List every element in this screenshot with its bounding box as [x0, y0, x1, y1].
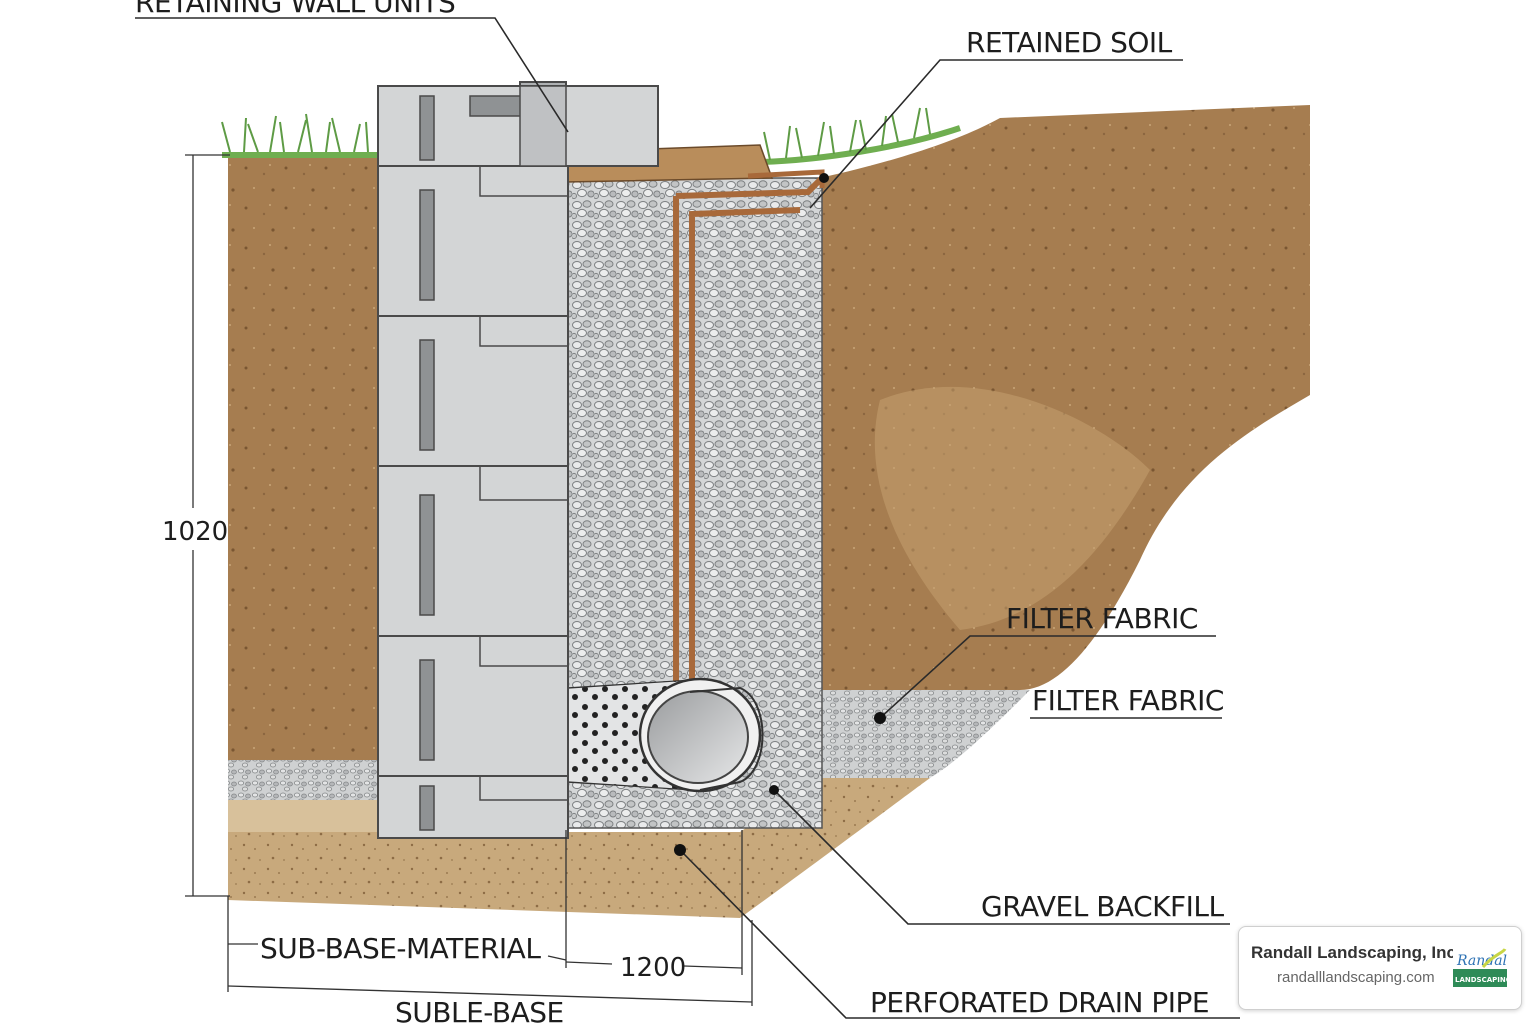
gravel-layer-right — [820, 690, 1030, 778]
brand-badge[interactable]: Randall Landscaping, Inc randalllandscap… — [1238, 926, 1522, 1010]
label-filter-fabric-1: FILTER FABRIC — [1006, 602, 1198, 635]
retaining-wall-units — [377, 81, 659, 839]
base-sand-left — [228, 800, 378, 832]
leader-lines — [135, 17, 1240, 1019]
label-suble-base: SUBLE-BASE — [395, 996, 564, 1024]
base-gravel-left — [228, 760, 378, 800]
label-perforated-drain-pipe: PERFORATED DRAIN PIPE — [870, 986, 1209, 1019]
landscaping-logo-icon: Randall LANDSCAPING — [1453, 947, 1507, 989]
sub-base-ground — [228, 778, 930, 918]
dimension-height: 1020 — [162, 517, 228, 547]
label-gravel-backfill: GRAVEL BACKFILL — [981, 890, 1224, 923]
retained-soil-highlight — [874, 386, 1150, 630]
front-soil — [228, 155, 378, 760]
label-retaining-wall-units: RETAINING WALL UNITS — [135, 0, 455, 19]
brand-name: Randall Landscaping, Inc — [1251, 943, 1456, 962]
brand-url[interactable]: randalllandscaping.com — [1277, 969, 1435, 986]
dimension-width: 1200 — [620, 953, 686, 983]
logo-text-top: Randall — [1456, 953, 1507, 969]
dimension-lines — [185, 154, 753, 1006]
grass-left — [221, 113, 378, 158]
label-filter-fabric-2: FILTER FABRIC — [1032, 684, 1224, 717]
filter-fabric-top — [747, 169, 825, 188]
logo-text-bottom: LANDSCAPING — [1455, 976, 1507, 984]
label-sub-base-material: SUB-BASE-MATERIAL — [260, 932, 541, 965]
label-retained-soil: RETAINED SOIL — [966, 26, 1173, 59]
